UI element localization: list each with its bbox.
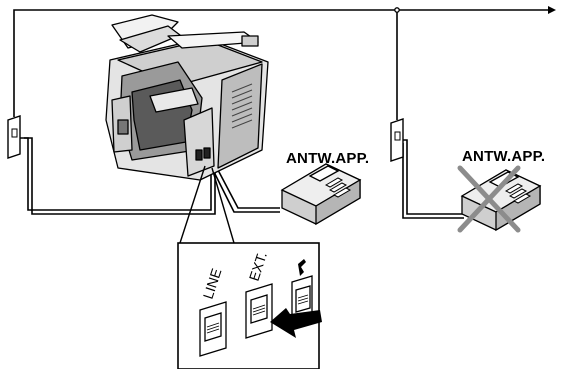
phone-line-wiring [13,6,556,219]
answering-machine-label: ANTW.APP. [286,150,370,167]
answering-machine-device [280,163,362,226]
wall-jack-right [390,118,404,162]
cross-out-icon [457,165,521,233]
wall-jack-left [7,115,21,159]
jack-line-socket [199,301,227,357]
main-line [13,9,548,117]
connector-callout: LINE EXT. [177,165,322,369]
right-cord [401,139,464,215]
fax-machine [105,14,269,181]
line-arrow-icon [548,6,556,14]
answering-machine-label-crossed: ANTW.APP. [462,148,546,165]
insert-arrow-icon [270,308,322,338]
handset-icon [298,259,306,276]
crossed-answering-machine [457,165,542,233]
jack-ext-socket [245,283,273,339]
ext-cord [217,169,280,209]
